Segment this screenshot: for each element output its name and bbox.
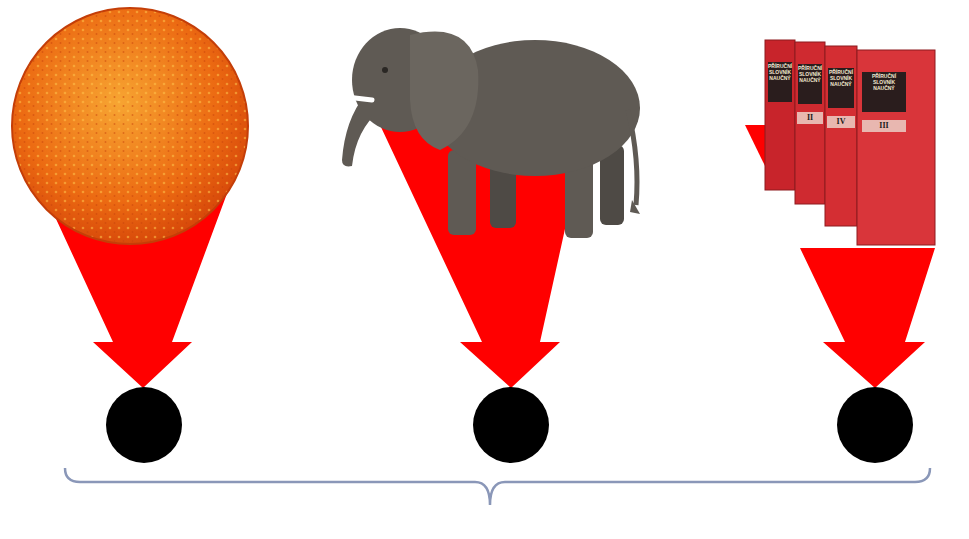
curly-brace — [65, 468, 930, 505]
volume-number: III — [862, 122, 906, 130]
black-dot — [106, 387, 182, 463]
sun-picture — [12, 8, 248, 244]
black-dot — [837, 387, 913, 463]
red-arrow — [800, 248, 935, 388]
volume-number: IV — [827, 118, 855, 126]
books-picture — [765, 40, 935, 245]
book-spine-title: PŘÍRUČNÍ SLOVNÍK NAUČNÝ — [768, 64, 792, 81]
volume-number: II — [797, 114, 823, 122]
black-dot — [473, 387, 549, 463]
book-spine-title: PŘÍRUČNÍ SLOVNÍK NAUČNÝ — [862, 74, 906, 91]
red-arrow-fragment — [745, 125, 766, 168]
book-spine-title: PŘÍRUČNÍ SLOVNÍK NAUČNÝ — [828, 70, 854, 87]
elephant-picture — [338, 28, 640, 238]
book-spine-title: PŘÍRUČNÍ SLOVNÍK NAUČNÝ — [798, 66, 822, 83]
